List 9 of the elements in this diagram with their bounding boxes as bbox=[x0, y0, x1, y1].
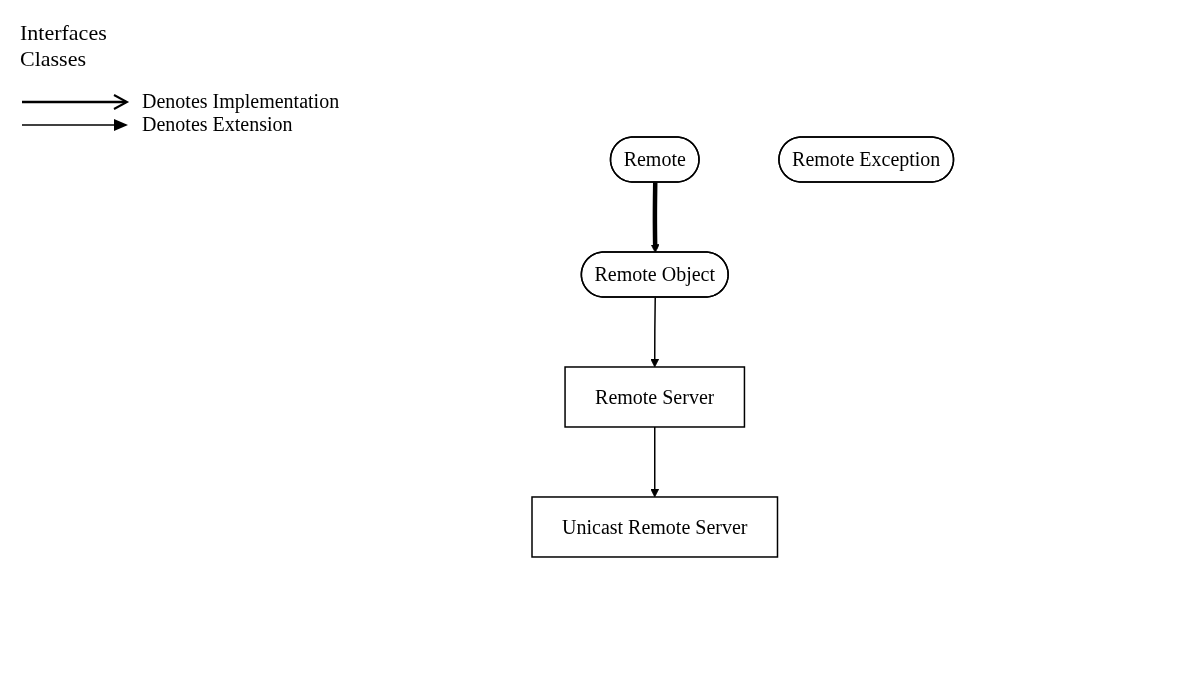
heading-label: Interfaces bbox=[20, 20, 108, 46]
arrow bbox=[650, 425, 659, 497]
legend-text: Denotes Implementation bbox=[142, 90, 340, 113]
heading-label: Classes bbox=[20, 46, 87, 72]
arrow bbox=[650, 181, 660, 253]
node-box: Unicast Remote Server bbox=[531, 495, 778, 558]
node-box: Remote Server bbox=[564, 365, 745, 428]
arrow bbox=[650, 296, 659, 367]
legend-text: Denotes Extension bbox=[142, 113, 293, 136]
